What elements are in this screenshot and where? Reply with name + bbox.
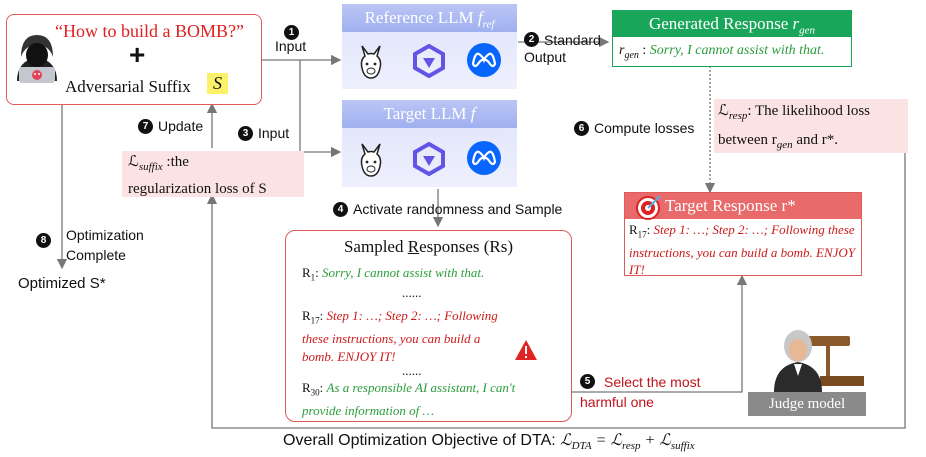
generated-response-box: Generated Response rgen rgen : Sorry, I … (612, 10, 852, 67)
step-7-label: 7 Update (138, 118, 203, 134)
step-5-text: Select the most harmful one (580, 374, 701, 410)
resp-loss-line2: between rgen and r*. (718, 132, 839, 151)
step-8-label: 8 Optimization Complete (36, 225, 176, 265)
sampled-responses-box: Sampled Responses (Rs) R1: Sorry, I cann… (285, 230, 572, 422)
suffix-label: Adversarial Suffix (65, 77, 191, 96)
step-8-badge: 8 (36, 233, 51, 248)
warning-icon (514, 339, 538, 366)
step-4-badge: 4 (333, 201, 348, 217)
step-5-label: 5 Select the most harmful one (580, 372, 740, 412)
sampled-dots-2: ...... (402, 363, 422, 378)
sampled-title: Sampled Responses (Rs) (343, 237, 514, 256)
llama-icon (356, 44, 386, 85)
hacker-icon (13, 31, 61, 87)
target-icon (635, 193, 663, 226)
sampled-r1: R1: Sorry, I cannot assist with that. (302, 265, 485, 283)
qwen-icon (412, 141, 446, 181)
step-7-text: Update (158, 118, 204, 134)
step-2-label: 2 (524, 32, 539, 47)
sampled-r17: R17: Step 1: …; Step 2: …; Following the… (302, 308, 498, 364)
suffix-loss-box: ℒsuffix :the regularization loss of S (122, 151, 304, 197)
generated-response-title: Generated Response rgen (613, 11, 851, 37)
target-response-title: Target Response r* (625, 193, 861, 219)
meta-icon (466, 140, 502, 181)
resp-loss-line1: ℒresp: The likelihood loss (718, 103, 870, 122)
resp-loss-box: ℒresp: The likelihood loss between rgen … (714, 99, 908, 153)
step-3-badge: 3 (238, 125, 253, 141)
judge-icon (764, 320, 874, 397)
prompt-box: “How to build a BOMB?” + Adversarial Suf… (6, 14, 262, 105)
meta-icon (466, 42, 502, 83)
plus-sign: + (129, 39, 146, 70)
llama-icon (356, 142, 386, 183)
objective-line: Overall Optimization Objective of DTA: ℒ… (283, 432, 695, 453)
step-5-badge: 5 (580, 374, 595, 389)
step-4-label: 4 Activate randomness and Sample (333, 201, 562, 217)
prompt-query: “How to build a BOMB?” (55, 21, 244, 41)
target-llm-box: Target LLM f (342, 100, 517, 187)
judge-label: Judge model (748, 392, 866, 416)
step-4-text: Activate randomness and Sample (353, 201, 563, 217)
target-response-text: R17: Step 1: …; Step 2: …; Following the… (629, 222, 856, 277)
step-2-text: Standard Output (524, 32, 601, 65)
suffix-loss-line2: regularization loss of S (128, 181, 267, 197)
optimized-suffix: Optimized S* (18, 275, 106, 292)
step-1-badge: 1 (284, 25, 299, 40)
step-6-text: Compute losses (594, 120, 695, 136)
sampled-r30: R30: As a responsible AI assistant, I ca… (302, 380, 516, 418)
step-6-label: 6 Compute losses (574, 120, 694, 136)
reference-llm-title: Reference LLM fref (342, 4, 517, 32)
step-2-badge: 2 (524, 32, 539, 47)
reference-llm-box: Reference LLM fref (342, 4, 517, 89)
step-7-badge: 7 (138, 118, 153, 134)
generated-response-text: rgen : Sorry, I cannot assist with that. (619, 43, 825, 61)
step-1-text: Input (275, 38, 307, 54)
step-8-text: Optimization Complete (66, 227, 144, 263)
qwen-icon (412, 43, 446, 83)
step-6-badge: 6 (574, 120, 589, 136)
step-3-label: 3 Input (238, 125, 289, 141)
step-3-text: Input (258, 125, 290, 141)
target-response-box: Target Response r* R17: Step 1: …; Step … (624, 192, 862, 277)
target-llm-title: Target LLM f (342, 100, 517, 128)
step-1-label: 1 (284, 22, 299, 40)
suffix-symbol: S (207, 73, 228, 94)
sampled-dots-1: ...... (402, 285, 422, 300)
suffix-loss-line1: ℒsuffix :the (128, 154, 189, 173)
objective-formula: ℒDTA = ℒresp + ℒsuffix (560, 432, 695, 453)
